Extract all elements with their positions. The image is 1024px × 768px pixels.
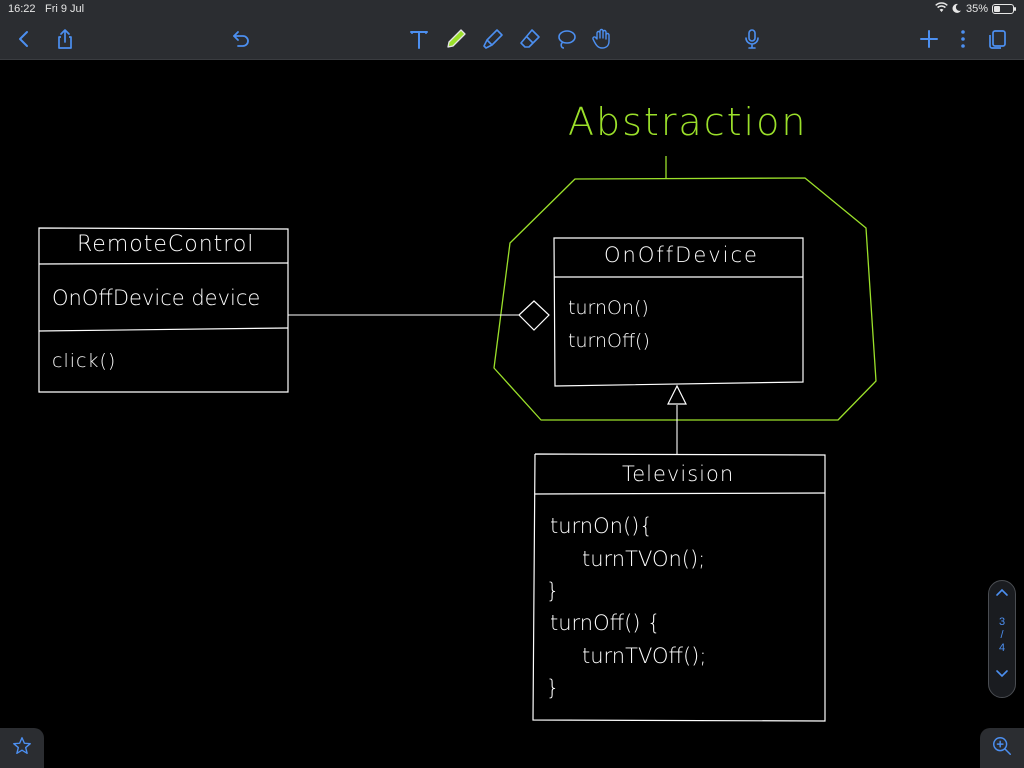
onoff-device-method-turnoff: turnOff() (568, 330, 650, 352)
zoom-in-icon (991, 735, 1013, 762)
total-pages: 4 (998, 642, 1006, 654)
zoom-button[interactable] (980, 728, 1024, 768)
wifi-icon (935, 2, 948, 16)
battery-fill (994, 6, 1001, 12)
remote-control-field: OnOffDevice device (52, 286, 261, 310)
television-code-line: } (546, 579, 561, 603)
abstraction-label: Abstraction (568, 100, 808, 144)
ink-layer (38, 156, 877, 722)
back-icon[interactable] (9, 24, 39, 54)
television-code-line: turnOn(){ (550, 514, 653, 538)
microphone-icon[interactable] (737, 24, 767, 54)
add-icon[interactable] (914, 24, 944, 54)
pages-icon[interactable] (983, 24, 1013, 54)
eraser-tool-icon[interactable] (515, 24, 545, 54)
television-box-lines (532, 453, 826, 722)
battery-icon (992, 4, 1016, 14)
television-code-line: } (546, 676, 561, 700)
status-time: 16:22 (8, 3, 36, 15)
status-bar: 16:22 Fri 9 Jul 35% (0, 0, 1024, 18)
more-icon[interactable] (948, 24, 978, 54)
television-title: Television (622, 462, 735, 486)
battery-percent: 35% (965, 3, 988, 15)
favorite-button[interactable] (0, 728, 44, 768)
remote-control-method: click() (52, 350, 117, 372)
abstraction-outline (493, 177, 877, 421)
television-code-line: turnOff() { (550, 611, 661, 635)
highlighter-tool-icon[interactable] (478, 24, 508, 54)
toolbar (0, 18, 1024, 60)
page-navigator: 3 / 4 (988, 580, 1016, 698)
current-page: 3 (998, 616, 1006, 628)
onoff-device-title: OnOffDevice (604, 243, 759, 267)
status-right: 35% (935, 2, 1016, 16)
remote-control-box-lines (38, 227, 289, 393)
television-code-line: turnTVOff(); (582, 644, 707, 668)
onoff-device-method-turnon: turnOn() (568, 297, 649, 319)
television-code-line: turnTVOn(); (582, 547, 706, 571)
pen-tool-icon[interactable] (441, 24, 471, 54)
note-canvas[interactable]: Abstraction RemoteControl OnOffDevice de… (0, 60, 1024, 768)
chevron-up-icon[interactable] (995, 587, 1009, 600)
aggregation-diamond (518, 300, 550, 331)
status-date: Fri 9 Jul (45, 3, 85, 15)
text-tool-icon[interactable] (404, 24, 434, 54)
star-icon (11, 735, 33, 762)
chevron-down-icon[interactable] (995, 669, 1009, 682)
inheritance-arrowhead (667, 384, 687, 405)
onoff-device-box-lines (553, 237, 804, 387)
shapes-tool-icon[interactable] (587, 24, 617, 54)
moon-icon (952, 3, 962, 16)
lasso-tool-icon[interactable] (551, 24, 581, 54)
undo-icon[interactable] (226, 24, 256, 54)
page-separator: / (1000, 629, 1004, 641)
share-icon[interactable] (50, 24, 80, 54)
remote-control-title: RemoteControl (77, 232, 255, 257)
